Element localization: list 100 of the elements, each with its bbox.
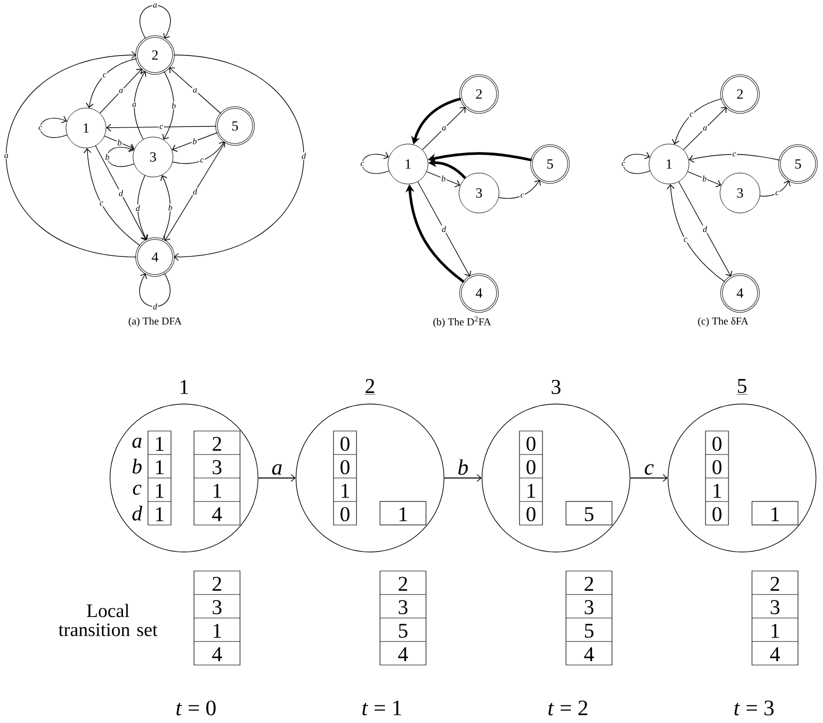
arrow	[630, 474, 668, 482]
arrow	[140, 5, 171, 40]
caption: (a) The DFA	[128, 317, 182, 327]
arrow	[678, 181, 732, 277]
edge-label: b	[440, 174, 446, 182]
arrow	[417, 181, 472, 277]
caption: (c) The δFA	[698, 317, 748, 327]
node-label: 1	[156, 484, 164, 498]
edge-label: b	[458, 459, 468, 475]
arrow	[139, 272, 170, 307]
transition-table: 2 3 1 4	[752, 570, 798, 666]
arrow	[444, 474, 482, 482]
edge-label: d	[300, 152, 307, 160]
edge-label: b	[192, 137, 198, 146]
arrow	[362, 152, 390, 174]
arrow	[104, 136, 134, 151]
node-label: 1	[156, 436, 164, 451]
edge-label: c	[98, 200, 104, 206]
arrow	[162, 71, 174, 140]
arrow	[672, 98, 722, 144]
edge-label: c	[158, 124, 164, 130]
arrow	[169, 67, 222, 114]
edge-label: c	[102, 72, 108, 78]
time-label: t = 0	[176, 700, 216, 716]
row-heading: Local transition set	[58, 604, 158, 636]
arrow	[622, 152, 650, 174]
bit-vector: 0 0 1 0	[519, 430, 543, 526]
edge-label: c	[620, 161, 626, 167]
edge-label: a	[118, 88, 124, 94]
edge-label: c	[38, 125, 44, 131]
next-state-cell: 1	[752, 501, 798, 526]
arrow	[258, 474, 296, 482]
edge-label: c	[688, 112, 694, 118]
arrow	[426, 171, 460, 188]
arrow	[172, 132, 218, 152]
edge-label: c	[774, 190, 780, 196]
edge-label: a	[272, 464, 282, 475]
bit-vector: 0 0 1 0	[333, 430, 357, 526]
bit-vector: 0 0 1 0	[705, 430, 729, 526]
arrow	[760, 180, 790, 197]
transition-table: 2 3 1 4	[194, 570, 240, 666]
arrow	[666, 184, 726, 282]
arrow	[422, 107, 466, 150]
arrow	[134, 71, 146, 140]
edge-label: d	[702, 225, 708, 233]
edge-label: b	[167, 204, 174, 212]
edge-label: b	[116, 138, 122, 146]
node-label: 3	[552, 380, 560, 394]
arrow	[498, 180, 541, 199]
next-state-cell: 5	[566, 501, 612, 526]
transition-table: 2 3 1 4	[194, 430, 240, 526]
edge-label: d	[440, 225, 447, 233]
edge-label: d	[134, 204, 141, 212]
edge-label: a	[441, 126, 447, 132]
edge-label: a	[152, 2, 158, 8]
edge-label: b	[104, 153, 110, 161]
transition-table: 2 3 5 4	[566, 570, 612, 666]
arrow	[6, 51, 137, 258]
edge-label: a	[702, 126, 708, 132]
arrow	[164, 142, 226, 241]
arrow	[106, 124, 217, 132]
arrow	[172, 141, 226, 164]
edge-label: c	[682, 236, 688, 243]
edge-label: d	[152, 302, 158, 310]
edge-label: c	[199, 158, 205, 164]
node-label: 1	[156, 507, 164, 522]
arrow	[86, 58, 137, 108]
edge-label: d	[192, 188, 198, 196]
arrow	[173, 54, 304, 261]
arrow	[687, 171, 722, 188]
edge-label: b	[702, 174, 708, 182]
next-state-cell: 1	[380, 501, 426, 526]
arrow	[40, 116, 68, 138]
edge-label: b	[170, 102, 177, 110]
time-label: t = 2	[548, 700, 588, 716]
arrow	[106, 144, 134, 167]
edge-label: a	[3, 153, 10, 159]
node-label: 1	[156, 460, 164, 474]
arrow	[95, 146, 148, 240]
edge-label: c	[360, 161, 366, 167]
arrow	[137, 175, 148, 240]
row-label: a	[132, 438, 142, 448]
edge-label: c	[520, 192, 525, 198]
row-label: c	[133, 484, 142, 495]
row-label: d	[132, 506, 142, 521]
bit-vector: 1 1 1 1	[148, 430, 172, 526]
edge-label: a	[131, 102, 138, 108]
arrow	[688, 154, 780, 163]
row-label: b	[132, 458, 142, 474]
time-label: t = 3	[734, 700, 774, 716]
node-label: 5	[738, 379, 746, 393]
edge-label: c	[644, 464, 654, 475]
node-label: 1	[180, 380, 188, 394]
arrow	[84, 148, 140, 246]
node-label: 2	[366, 379, 374, 393]
arrow	[160, 175, 171, 240]
arrow	[100, 68, 142, 114]
edge-label: c	[732, 152, 737, 158]
edge-label: d	[118, 189, 124, 197]
time-label: t = 1	[362, 700, 402, 716]
